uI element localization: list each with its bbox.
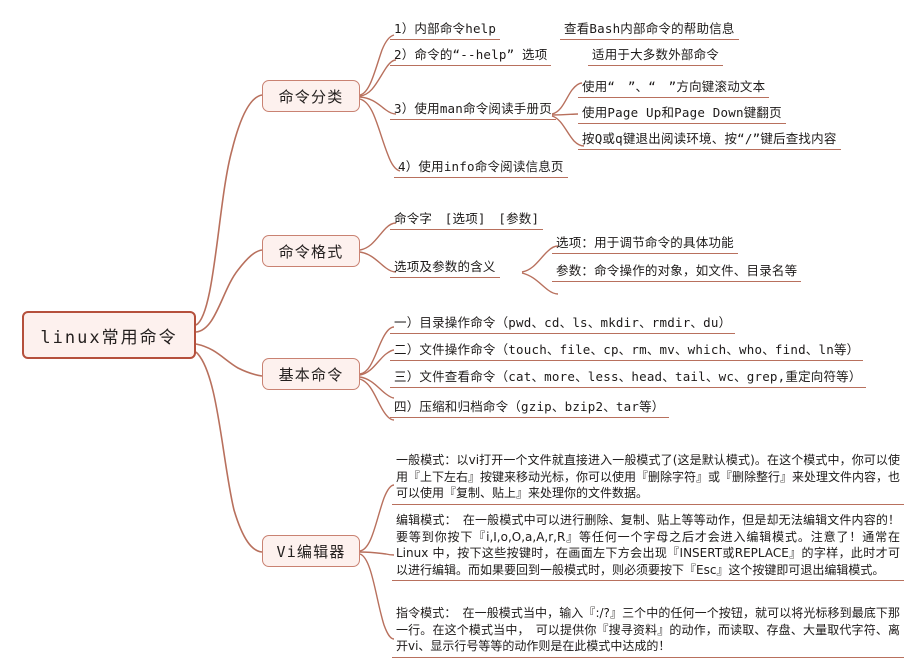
root-node-linux-commands[interactable]: linux常用命令 — [22, 311, 196, 359]
leaf-internal-command-help[interactable]: 1）内部命令help — [390, 20, 501, 40]
leaf-vi-normal-mode[interactable]: 一般模式：以vi打开一个文件就直接进入一般模式了(这是默认模式)。在这个模式中，… — [392, 452, 904, 505]
leaf-command-syntax[interactable]: 命令字 [选项] [参数] — [390, 210, 544, 230]
leaf-directory-commands[interactable]: 一）目录操作命令（pwd、cd、ls、mkdir、rmdir、du） — [390, 314, 736, 334]
leaf-vi-insert-mode[interactable]: 编辑模式： 在一般模式中可以进行删除、复制、贴上等等动作，但是却无法编辑文件内容… — [392, 512, 904, 581]
leaf-vi-command-mode[interactable]: 指令模式： 在一般模式当中，输入『:/?』三个中的任何一个按钮，就可以将光标移到… — [392, 605, 904, 658]
leaf-help-option[interactable]: 2）命令的“--help” 选项 — [390, 46, 552, 66]
leaf-option-param-meaning[interactable]: 选项及参数的含义 — [390, 258, 500, 278]
leaf-file-view-commands[interactable]: 三）文件查看命令（cat、more、less、head、tail、wc、grep… — [390, 368, 866, 388]
branch-node-vi-editor[interactable]: Vi编辑器 — [262, 535, 360, 567]
leaf-man-command[interactable]: 3）使用man命令阅读手册页 — [390, 100, 556, 120]
leaf-man-quit-search[interactable]: 按Q或q键退出阅读环境、按“/”键后查找内容 — [578, 130, 841, 150]
leaf-help-option-desc[interactable]: 适用于大多数外部命令 — [588, 46, 724, 66]
leaf-option-meaning[interactable]: 选项：用于调节命令的具体功能 — [552, 234, 738, 254]
leaf-info-command[interactable]: 4）使用info命令阅读信息页 — [394, 158, 568, 178]
branch-node-basic-commands[interactable]: 基本命令 — [262, 358, 360, 390]
leaf-man-page-updown[interactable]: 使用Page Up和Page Down键翻页 — [578, 104, 786, 124]
branch-node-label: 命令分类 — [278, 87, 344, 106]
branch-node-label: 命令格式 — [278, 242, 344, 261]
branch-node-label: 基本命令 — [278, 365, 344, 384]
root-node-label: linux常用命令 — [40, 327, 178, 348]
branch-node-command-format[interactable]: 命令格式 — [262, 235, 360, 267]
leaf-parameter-meaning[interactable]: 参数：命令操作的对象，如文件、目录名等 — [552, 262, 802, 282]
leaf-internal-command-help-desc[interactable]: 查看Bash内部命令的帮助信息 — [560, 20, 739, 40]
leaf-man-arrow-keys[interactable]: 使用“ ”、“ ”方向键滚动文本 — [578, 78, 770, 98]
branch-node-command-classification[interactable]: 命令分类 — [262, 80, 360, 112]
branch-node-label: Vi编辑器 — [276, 542, 346, 561]
leaf-file-commands[interactable]: 二）文件操作命令（touch、file、cp、rm、mv、which、who、f… — [390, 341, 864, 361]
leaf-archive-commands[interactable]: 四）压缩和归档命令（gzip、bzip2、tar等） — [390, 398, 669, 418]
